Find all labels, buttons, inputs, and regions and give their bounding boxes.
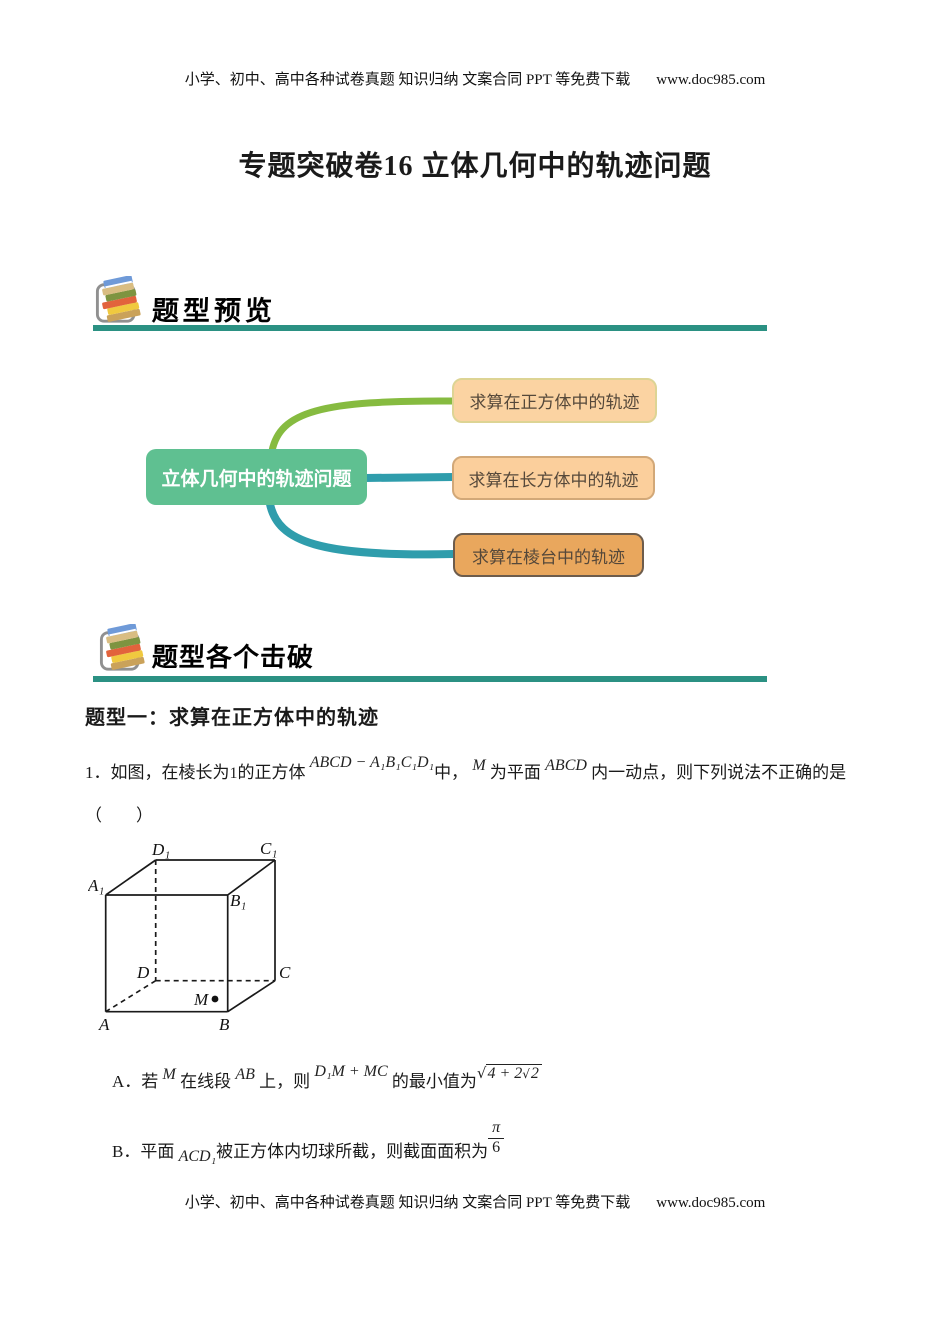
- vertex-label-c: C: [279, 963, 291, 982]
- vertex-label-b: B: [219, 1015, 230, 1034]
- option-a-text: 在线段: [180, 1072, 232, 1091]
- radical-sign: √: [522, 1067, 530, 1081]
- q1-text: 如图，在棱长为: [110, 763, 230, 782]
- page-title: 专题突破卷16 立体几何中的轨迹问题: [238, 151, 712, 182]
- fraction-numerator: π: [488, 1119, 505, 1139]
- header-url: www.doc985.com: [656, 72, 766, 88]
- fraction-denominator: 6: [492, 1138, 501, 1156]
- option-a-text: 上，则: [259, 1072, 311, 1091]
- section-divider: [93, 325, 767, 331]
- cube-top-face: [105, 859, 276, 896]
- vertex-label-d: D: [136, 963, 150, 982]
- q1-text: 为平面: [489, 763, 541, 782]
- vertex-label-d1: D₁: [151, 840, 170, 859]
- vertex-label-b1: B₁: [230, 891, 246, 910]
- vertex-label-a1: A₁: [88, 876, 104, 895]
- q1-text: 中，: [434, 763, 469, 782]
- option-b-text: 平面: [140, 1141, 175, 1161]
- section-title-preview: 题型预览: [151, 296, 277, 326]
- sqrt-outer-expr: 4 + 2: [487, 1065, 523, 1082]
- mindmap-root-node: 立体几何中的轨迹问题: [146, 449, 367, 505]
- question-1-text: 1．如图，在棱长为1的正方体 ABCD − A₁B₁C₁D₁中， M 为平面 A…: [85, 749, 846, 787]
- type1-heading: 题型一：求算在正方体中的轨迹: [85, 707, 379, 729]
- q1-text: 内一动点，则下列说法不正确的是: [591, 763, 847, 782]
- branch-curve-bottom: [266, 500, 458, 559]
- mindmap-connectors: [266, 397, 458, 559]
- answer-parentheses: （ ）: [85, 806, 153, 825]
- cube-hidden-edges: [105, 860, 275, 1013]
- footer-text: 小学、初中、高中各种试卷真题 知识归纳 文案合同 PPT 等免费下载: [184, 1195, 631, 1211]
- section-divider: [93, 676, 767, 682]
- option-a-sqrt: √4 + 2√2: [477, 1060, 542, 1088]
- page-header: 小学、初中、高中各种试卷真题 知识归纳 文案合同 PPT 等免费下载 www.do…: [0, 68, 950, 89]
- option-b-label: B．: [112, 1141, 141, 1161]
- option-a-text: 的最小值为: [391, 1072, 477, 1091]
- books-icon: [99, 624, 145, 671]
- section-title-breakdown: 题型各个击破: [151, 643, 315, 672]
- option-a: A．若 M 在线段 AB 上，则 D₁M + MC 的最小值为√4 + 2√2: [112, 1058, 542, 1095]
- mindmap-branch-cube: 求算在正方体中的轨迹: [452, 378, 657, 423]
- q1-math-plane: ABCD: [545, 757, 587, 774]
- radical-sign: √: [476, 1064, 487, 1082]
- cube-vertical-edges: [104, 860, 276, 1012]
- footer-url: www.doc985.com: [656, 1195, 766, 1211]
- books-icon: [95, 276, 141, 323]
- q1-edge-length: 1: [229, 765, 238, 782]
- point-m-dot: [211, 995, 219, 1003]
- mindmap-branch-frustum: 求算在棱台中的轨迹: [453, 533, 644, 577]
- mindmap-branch-cuboid: 求算在长方体中的轨迹: [452, 456, 655, 500]
- vertex-label-c1: C₁: [260, 839, 277, 858]
- q1-math-cube-name: ABCD − A₁B₁C₁D₁: [309, 754, 435, 771]
- cube-figure: D₁ C₁ A₁ B₁ D C M A B: [88, 839, 291, 1034]
- option-a-label: A．: [112, 1072, 142, 1091]
- option-a-math-m: M: [162, 1066, 176, 1083]
- page-footer: 小学、初中、高中各种试卷真题 知识归纳 文案合同 PPT 等免费下载 www.do…: [0, 1191, 950, 1212]
- option-a-math-ab: AB: [235, 1066, 255, 1083]
- option-a-math-sum: D₁M + MC: [314, 1063, 388, 1080]
- option-b-text: 被正方体内切球所截，则截面面积为: [216, 1141, 489, 1161]
- mindmap: 立体几何中的轨迹问题 求算在正方体中的轨迹 求算在长方体中的轨迹 求算在棱台中的…: [90, 365, 710, 595]
- q1-math-point-m: M: [472, 757, 486, 774]
- q1-text: 的正方体: [237, 763, 306, 782]
- branch-line-middle: [361, 473, 458, 482]
- point-label-m: M: [193, 990, 209, 1009]
- header-text: 小学、初中、高中各种试卷真题 知识归纳 文案合同 PPT 等免费下载: [184, 72, 631, 88]
- option-a-text: 若: [141, 1072, 159, 1091]
- sqrt-inner-expr: 2: [529, 1064, 540, 1082]
- q1-number: 1．: [85, 763, 111, 782]
- option-b-math-plane: ACD₁: [178, 1147, 217, 1165]
- cube-bottom-front-edges: [105, 979, 276, 1013]
- vertex-label-a: A: [98, 1015, 110, 1034]
- branch-curve-top: [268, 397, 458, 455]
